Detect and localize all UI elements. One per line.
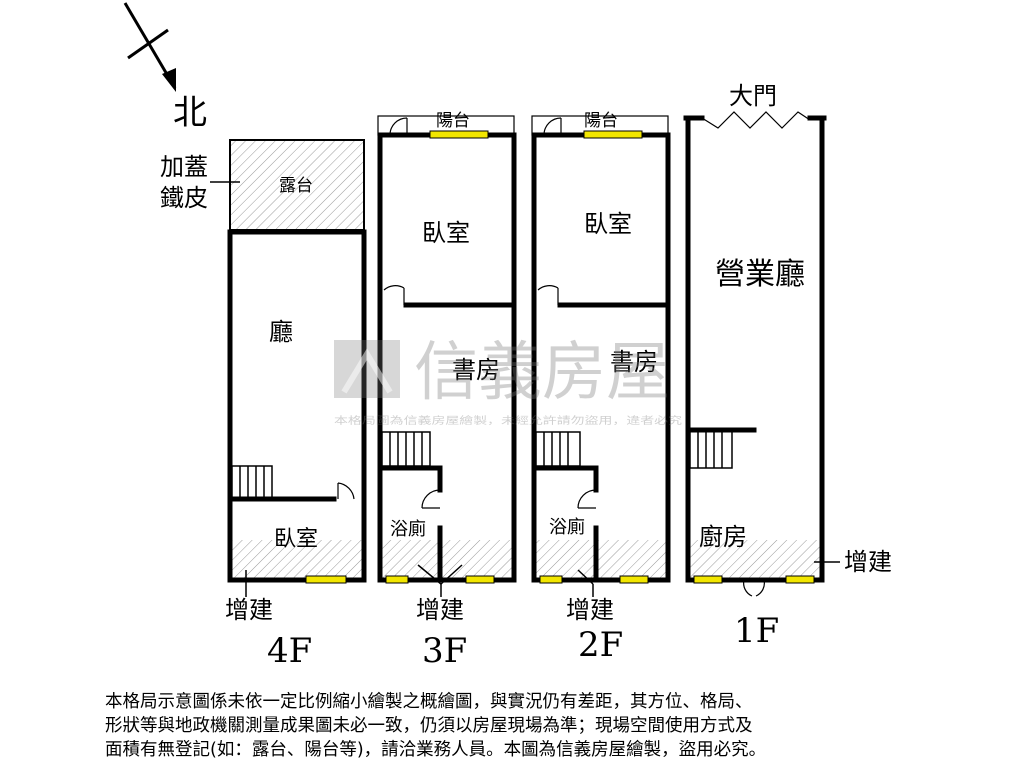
disclaimer: 本格局示意圖係未依一定比例縮小繪製之概繪圖，與實況仍有差距，其方位、格局、 形狀… (105, 690, 935, 762)
terrace-area (229, 139, 365, 231)
balcony-window (429, 130, 489, 139)
floor-plan-diagram: 北 露台 廳 臥室 加蓋 鐵皮 增建 4F (123, 2, 892, 671)
floor-3f: 陽台 臥室 書房 浴廁 增建 3F (377, 111, 517, 671)
staircase (231, 465, 273, 499)
room-label-hall: 廳 (269, 318, 293, 346)
annotation-extension: 增建 (416, 596, 464, 624)
annotation-extension: 增建 (566, 596, 614, 624)
staircase (381, 431, 431, 467)
watermark-notice: 本格局圖為信義房屋繪製，未經允許請勿盜用，違者必究 (334, 414, 682, 427)
door-icon (389, 117, 408, 136)
room-label-bathroom: 浴廁 (390, 518, 426, 540)
door-icon (383, 285, 405, 305)
window (385, 575, 409, 584)
balcony-window (583, 130, 643, 139)
room-label-kitchen: 廚房 (699, 523, 747, 551)
door-icon (337, 482, 355, 500)
watermark: 信義房屋 本格局圖為信義房屋繪製，未經允許請勿盜用，違者必究 (334, 336, 682, 427)
brand-logo-mark-icon (341, 348, 393, 394)
floor-2f: 陽台 臥室 書房 浴廁 增建 2F (531, 111, 671, 665)
compass-cross-icon (127, 28, 169, 60)
window (305, 575, 347, 584)
window (465, 575, 495, 584)
annotation-tin-roof-line1: 加蓋 (160, 153, 208, 181)
window (785, 575, 815, 584)
outer-wall (227, 229, 367, 583)
door-icon (537, 285, 559, 305)
door-icon (543, 117, 562, 136)
extension-pointer (417, 564, 442, 585)
extension-area (688, 540, 822, 580)
floor-label-3f: 3F (422, 631, 467, 671)
staircase (689, 429, 733, 469)
door-icon (421, 489, 441, 509)
room-label-bedroom: 臥室 (422, 219, 470, 247)
compass: 北 (123, 2, 207, 133)
disclaimer-line: 本格局示意圖係未依一定比例縮小繪製之概繪圖，與實況仍有差距，其方位、格局、 (105, 692, 753, 712)
window (693, 575, 723, 584)
extension-pointer (577, 569, 594, 585)
floor-label-4f: 4F (267, 631, 312, 671)
bathroom-wall (531, 465, 599, 493)
window (539, 575, 563, 584)
annotation-extension: 增建 (844, 548, 892, 576)
room-label-balcony: 陽台 (584, 111, 618, 131)
annotation-tin-roof-line2: 鐵皮 (160, 184, 208, 212)
extension-area (230, 540, 364, 580)
north-arrowhead-icon (162, 68, 176, 92)
floor-label-1f: 1F (734, 611, 779, 651)
staircase (535, 431, 581, 467)
extension-pointer (440, 564, 463, 585)
back-door-icon (743, 579, 765, 597)
room-label-study: 書房 (610, 348, 658, 376)
floor-1f: 大門 營業廳 廚房 增建 1F (683, 82, 892, 651)
room-label-bathroom: 浴廁 (549, 516, 585, 538)
floor-label-2f: 2F (578, 625, 623, 665)
floor-4f: 露台 廳 臥室 加蓋 鐵皮 增建 4F (160, 139, 367, 671)
outer-wall (685, 115, 825, 583)
extension-area (380, 540, 514, 580)
disclaimer-line: 形狀等與地政機關測量成果圖未必一致，仍須以房屋現場為準；現場空間使用方式及 (105, 716, 753, 736)
room-label-bedroom: 臥室 (584, 210, 632, 238)
extension-area (534, 540, 668, 580)
watermark-brand: 信義房屋 (414, 336, 670, 410)
room-label-study: 書房 (452, 356, 500, 384)
window (619, 575, 649, 584)
door-icon (577, 489, 597, 509)
bathroom-wall (377, 465, 443, 493)
room-label-bedroom: 臥室 (274, 527, 318, 552)
rolling-gate-icon (701, 111, 811, 129)
room-label-business-hall: 營業廳 (715, 257, 805, 292)
label-main-door: 大門 (729, 82, 777, 110)
room-label-terrace: 露台 (279, 176, 313, 196)
compass-label: 北 (173, 93, 207, 133)
annotation-extension: 增建 (225, 596, 273, 624)
room-label-balcony: 陽台 (436, 111, 470, 131)
disclaimer-line: 面積有無登記(如：露台、陽台等)，請洽業務人員。本圖為信義房屋繪製，盜用必究。 (105, 740, 767, 760)
